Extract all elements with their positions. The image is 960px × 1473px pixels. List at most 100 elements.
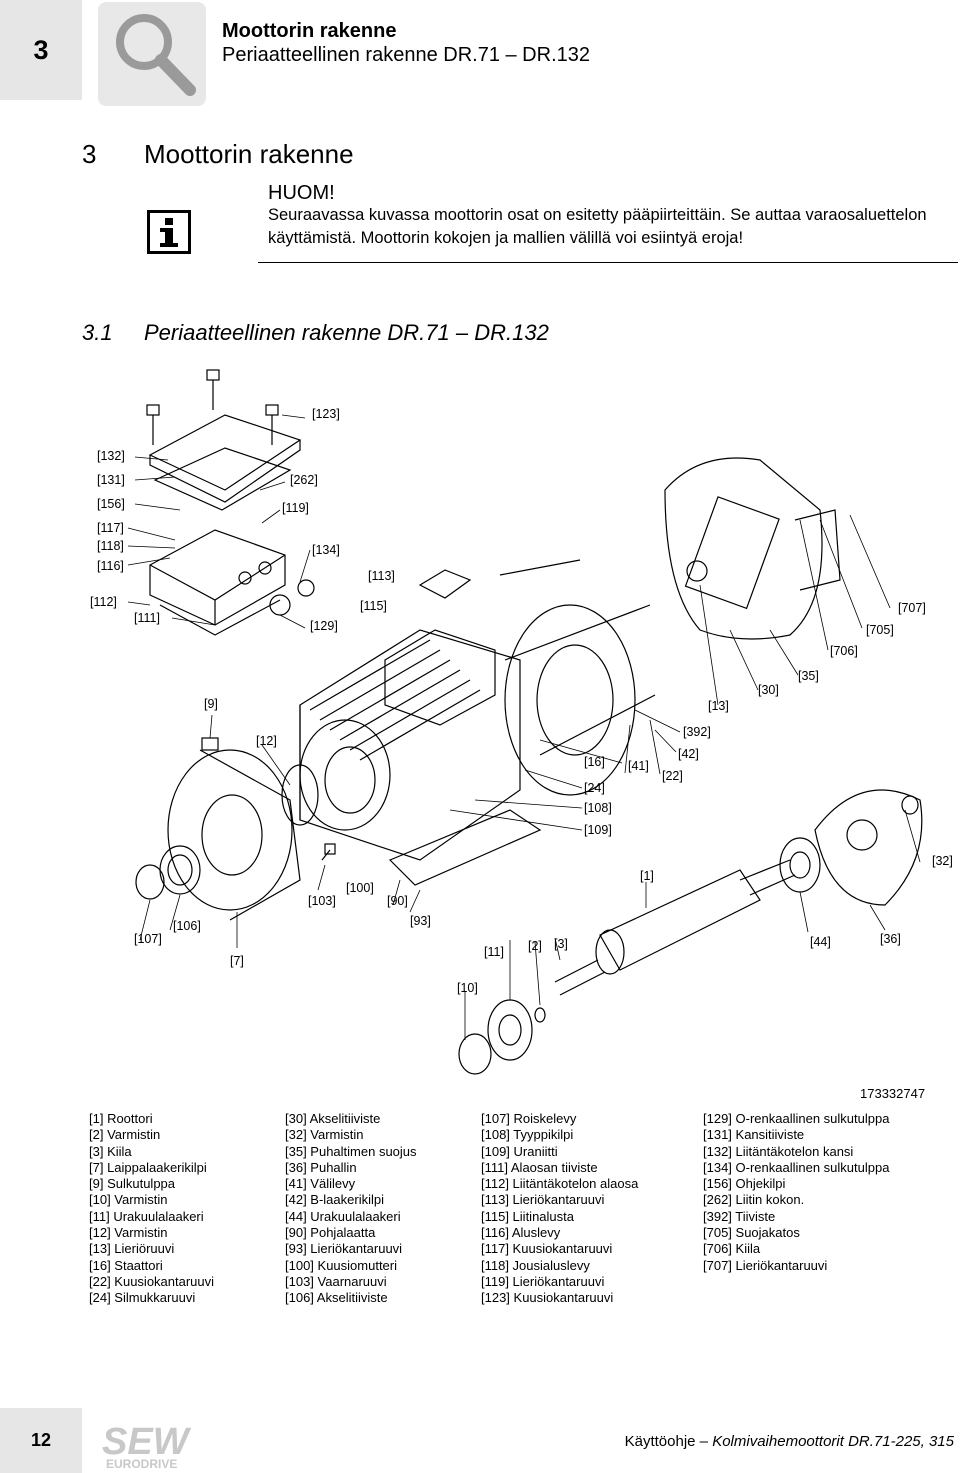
legend-item: [12] Varmistin xyxy=(89,1225,168,1241)
header-subtitle: Periaatteellinen rakenne DR.71 – DR.132 xyxy=(222,44,590,66)
callout-label: [116] xyxy=(97,559,124,573)
legend-item: [134] O-renkaallinen sulkutulppa xyxy=(703,1159,890,1175)
legend-item: [2] Varmistin xyxy=(89,1127,161,1143)
legend-item: [131] Kansitiiviste xyxy=(703,1127,805,1143)
info-icon xyxy=(147,210,191,254)
header-title: Moottorin rakenne xyxy=(222,20,397,42)
section-number: 3 xyxy=(82,139,97,169)
callout-label: [44] xyxy=(810,935,831,949)
legend-item: [129] O-renkaallinen sulkutulppa xyxy=(703,1111,890,1126)
legend-item: [107] Roiskelevy xyxy=(481,1111,577,1126)
legend-column-3: [107] Roiskelevy[108] Tyyppikilpi[109] U… xyxy=(481,1111,638,1307)
legend-item: [41] Välilevy xyxy=(285,1176,356,1192)
legend-item: [35] Puhaltimen suojus xyxy=(285,1143,417,1159)
legend-item: [100] Kuusiomutteri xyxy=(285,1257,398,1273)
callout-label: [1] xyxy=(640,869,654,883)
legend-item: [115] Liitinalusta xyxy=(481,1208,574,1224)
callout-label: [100] xyxy=(346,881,374,895)
callout-label: [11] xyxy=(484,945,504,959)
footer-doc-info: Käyttöohje – Kolmivaihemoottorit DR.71-2… xyxy=(624,1433,954,1450)
legend-item: [118] Jousialuslevy xyxy=(481,1257,590,1273)
legend-item: [707] Lieriökantaruuvi xyxy=(703,1257,828,1273)
note-divider xyxy=(258,262,958,263)
legend-item: [30] Akselitiiviste xyxy=(285,1111,381,1126)
legend-item: [13] Lieriöruuvi xyxy=(89,1241,175,1257)
chapter-number: 3 xyxy=(0,0,82,100)
logo-subtext: EURODRIVE xyxy=(106,1457,177,1470)
callout-label: [106] xyxy=(173,919,201,933)
legend-item: [36] Puhallin xyxy=(285,1159,357,1175)
callout-label: [129] xyxy=(310,619,338,633)
callout-label: [119] xyxy=(282,501,309,515)
legend-item: [112] Liitäntäkotelon alaosa xyxy=(481,1176,639,1192)
logo-text: SEW xyxy=(102,1421,192,1463)
legend-item: [11] Urakuulalaakeri xyxy=(89,1208,204,1224)
note-text: Seuraavassa kuvassa moottorin osat on es… xyxy=(268,206,927,247)
subsection-title: Periaatteellinen rakenne DR.71 – DR.132 xyxy=(144,320,549,345)
callout-label: [32] xyxy=(932,854,953,868)
legend-column-1: [1] Roottori[2] Varmistin[3] Kiila[7] La… xyxy=(89,1111,214,1307)
callout-label: [35] xyxy=(798,669,819,683)
legend-item: [262] Liitin kokon. xyxy=(703,1192,805,1208)
callout-label: [123] xyxy=(312,407,340,421)
legend-item: [9] Sulkutulppa xyxy=(89,1176,176,1192)
callout-label: [9] xyxy=(204,697,218,711)
sew-eurodrive-logo: SEW EURODRIVE xyxy=(102,1421,192,1470)
legend-item: [7] Laippalaakerikilpi xyxy=(89,1159,207,1175)
callout-label: [115] xyxy=(360,599,387,613)
legend-item: [24] Silmukkaruuvi xyxy=(89,1290,196,1306)
legend-item: [16] Staattori xyxy=(89,1257,163,1273)
callout-label: [113] xyxy=(368,569,395,583)
legend-item: [156] Ohjekilpi xyxy=(703,1176,786,1192)
callout-label: [2] xyxy=(528,939,542,953)
callout-label: [36] xyxy=(880,932,901,946)
callout-label: [10] xyxy=(457,981,478,995)
callout-label: [131] xyxy=(97,473,125,487)
legend-item: [109] Uraniitti xyxy=(481,1143,558,1159)
callout-label: [12] xyxy=(256,734,277,748)
legend-item: [705] Suojakatos xyxy=(703,1225,800,1241)
callout-label: [30] xyxy=(758,683,779,697)
callout-label: [132] xyxy=(97,449,125,463)
callout-label: [107] xyxy=(134,932,162,946)
callout-label: [392] xyxy=(683,725,711,739)
callout-label: [707] xyxy=(898,601,926,615)
callout-label: [117] xyxy=(97,521,124,535)
callout-label: [112] xyxy=(90,595,117,609)
page-number: 12 xyxy=(0,1408,82,1473)
callout-label: [134] xyxy=(312,543,340,557)
subsection-number: 3.1 xyxy=(82,320,113,345)
legend-item: [32] Varmistin xyxy=(285,1127,364,1143)
note-title: HUOM! xyxy=(268,182,335,204)
magnifier-icon xyxy=(98,2,206,106)
legend-item: [111] Alaosan tiiviste xyxy=(481,1159,598,1175)
callout-label: [109] xyxy=(584,823,612,837)
callout-label: [156] xyxy=(97,497,125,511)
callout-label: [90] xyxy=(387,894,408,908)
callout-label: [111] xyxy=(134,611,160,625)
legend-item: [44] Urakuulalaakeri xyxy=(285,1208,401,1224)
legend-item: [108] Tyyppikilpi xyxy=(481,1127,574,1143)
legend-item: [42] B-laakerikilpi xyxy=(285,1192,384,1208)
footer-doc-type: Käyttöohje xyxy=(624,1433,696,1450)
callout-label: [7] xyxy=(230,954,244,968)
exploded-motor-diagram: [123][132][131][262][156][119][117][118]… xyxy=(90,369,953,1075)
legend-item: [1] Roottori xyxy=(89,1111,153,1126)
legend-item: [22] Kuusiokantaruuvi xyxy=(89,1273,215,1289)
subsection-heading: 3.1 Periaatteellinen rakenne DR.71 – DR.1… xyxy=(82,320,549,346)
legend-item: [90] Pohjalaatta xyxy=(285,1225,376,1241)
footer-doc-title: Kolmivaihemoottorit DR.71-225, 315 xyxy=(712,1433,954,1450)
legend-item: [132] Liitäntäkotelon kansi xyxy=(703,1143,854,1159)
legend-item: [392] Tiiviste xyxy=(703,1208,776,1224)
legend-item: [706] Kiila xyxy=(703,1241,761,1257)
callout-label: [42] xyxy=(678,747,699,761)
legend-column-4: [129] O-renkaallinen sulkutulppa[131] Ka… xyxy=(703,1111,889,1274)
callout-label: [108] xyxy=(584,801,612,815)
legend-item: [116] Aluslevy xyxy=(481,1225,561,1241)
legend-item: [113] Lieriökantaruuvi xyxy=(481,1192,605,1208)
callout-label: [22] xyxy=(662,769,683,783)
callout-label: [16] xyxy=(584,755,605,769)
callout-label: [103] xyxy=(308,894,336,908)
legend-item: [103] Vaarnaruuvi xyxy=(285,1273,387,1289)
